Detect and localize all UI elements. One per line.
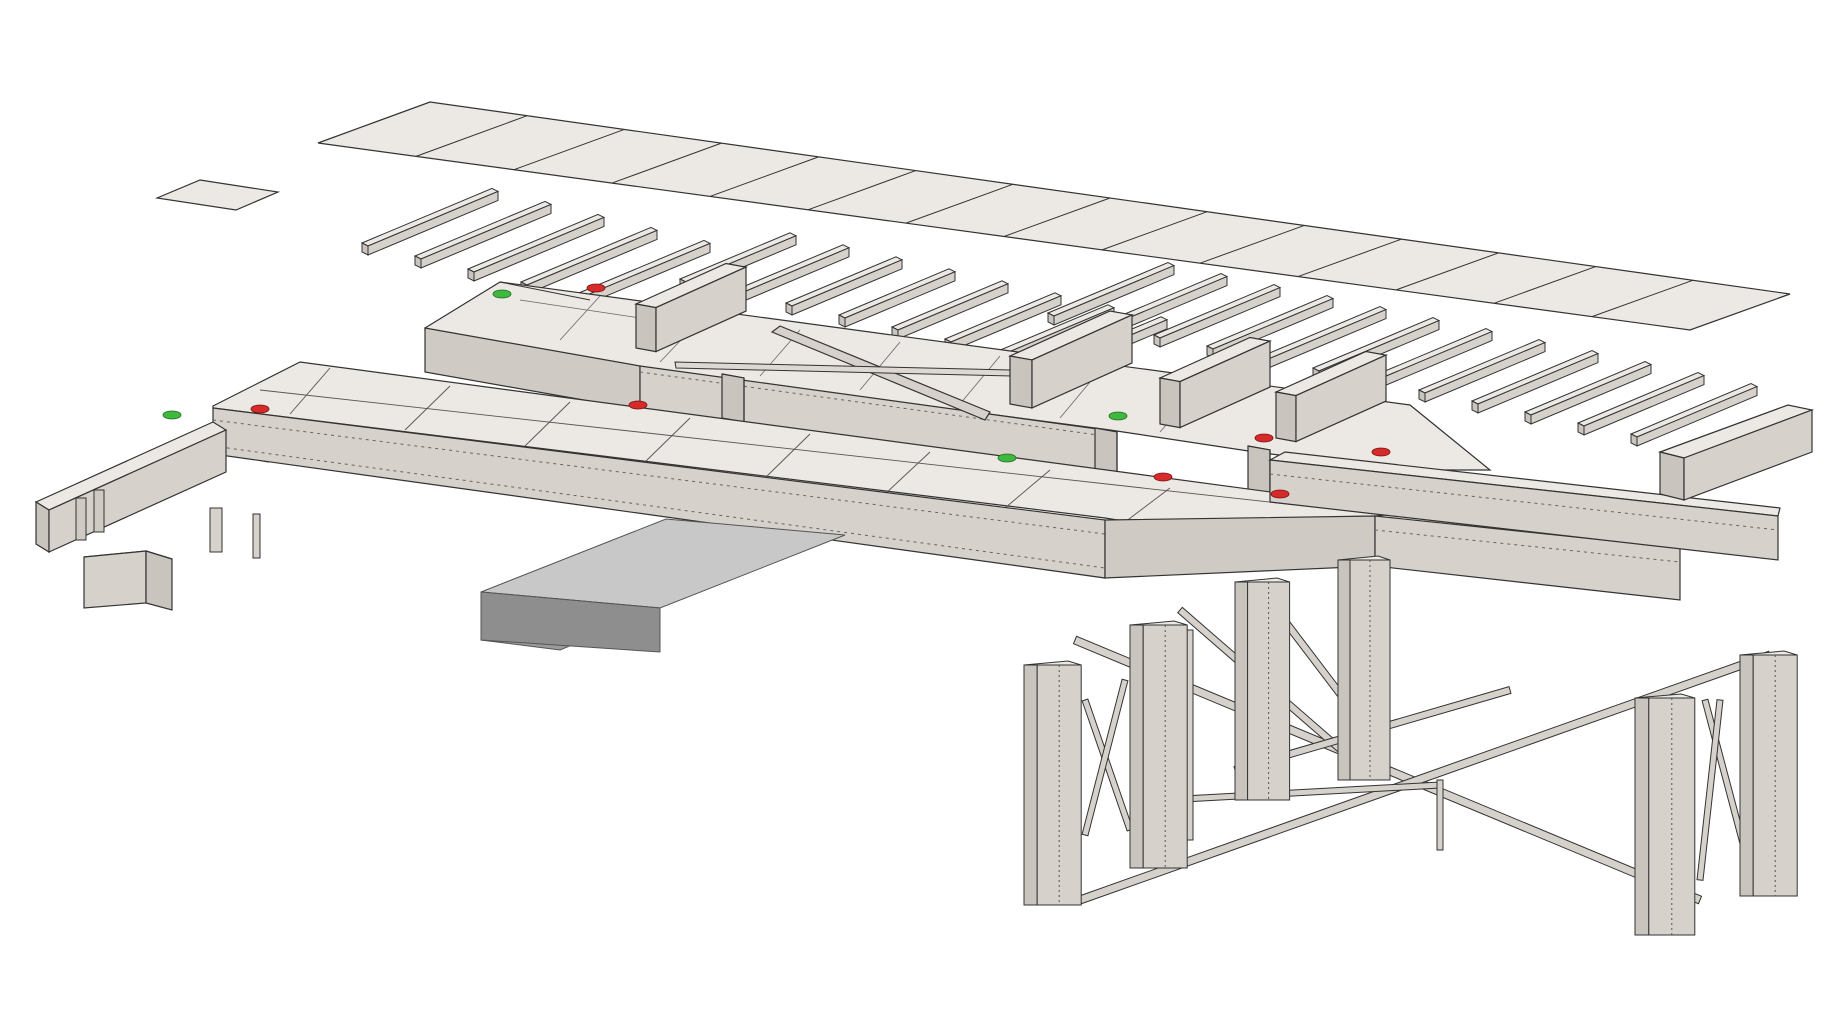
cross-beam-box	[1007, 310, 1135, 409]
stringer	[1470, 350, 1600, 414]
brace-member	[1164, 781, 1441, 804]
tower-column	[1023, 660, 1082, 906]
tower-column	[1129, 620, 1188, 869]
stringer	[466, 213, 606, 282]
stringer	[1523, 361, 1653, 425]
red-marker	[628, 400, 648, 410]
left-cantilever-beam	[34, 421, 228, 554]
tower-column	[1337, 555, 1391, 781]
splice-plate	[252, 513, 261, 559]
green-marker	[997, 453, 1017, 463]
red-marker	[1371, 447, 1391, 457]
cross-beam-box	[721, 373, 745, 423]
stringer	[1152, 284, 1282, 348]
green-marker	[162, 410, 182, 420]
red-marker	[1153, 472, 1173, 482]
marker-group	[162, 283, 1391, 499]
cross-beam-box	[1157, 336, 1273, 429]
loose-plate	[154, 179, 281, 211]
brace-member	[1696, 699, 1724, 881]
brace-member	[1186, 629, 1194, 841]
deck-seam	[415, 115, 528, 157]
red-marker	[250, 404, 270, 414]
cross-beam-group	[245, 262, 1389, 515]
brace-member	[1081, 678, 1129, 837]
cross-beam-box	[1247, 445, 1271, 497]
cross-beam-box	[1273, 350, 1389, 443]
tower-column	[1234, 577, 1291, 801]
deck-seam	[905, 183, 1014, 224]
deck-seam	[513, 128, 625, 171]
deck-seam	[1199, 224, 1305, 264]
box-connector	[83, 550, 173, 611]
stringer	[413, 200, 553, 269]
deck-seam	[1101, 211, 1208, 251]
deck-seam	[807, 170, 916, 211]
deck-seam	[1003, 197, 1111, 237]
red-marker	[1254, 433, 1274, 443]
cross-beam-box	[633, 262, 749, 353]
stringer	[837, 268, 957, 328]
deck-seam	[1591, 279, 1694, 318]
lower-platform	[212, 361, 1681, 601]
stringer	[360, 187, 500, 256]
stringer	[1046, 262, 1176, 326]
concrete-block	[480, 518, 846, 653]
stringer	[890, 280, 1010, 340]
stringer-group	[360, 187, 1759, 447]
tower-columns	[1023, 555, 1798, 936]
deck-seam	[1493, 266, 1596, 304]
stringer	[519, 226, 659, 295]
green-marker	[1108, 411, 1128, 421]
deck-seam	[611, 142, 722, 184]
green-marker	[492, 289, 512, 299]
deck-seam	[1395, 252, 1499, 291]
stringer	[1417, 339, 1547, 403]
stringer	[1576, 372, 1706, 436]
red-marker	[1270, 489, 1290, 499]
tower-column	[1739, 650, 1798, 897]
deck-plate-strip	[317, 101, 1791, 331]
stringer	[784, 256, 904, 316]
deck-seam	[1297, 238, 1402, 278]
stringer	[731, 244, 851, 304]
deck-seam	[709, 156, 819, 197]
brace-member	[1436, 779, 1444, 851]
splice-plate	[209, 507, 223, 553]
red-marker	[586, 283, 606, 293]
stringer	[1629, 383, 1759, 447]
tower-column	[1634, 693, 1696, 936]
right-end-beam	[1657, 404, 1815, 501]
right-main-beam	[1268, 451, 1781, 561]
